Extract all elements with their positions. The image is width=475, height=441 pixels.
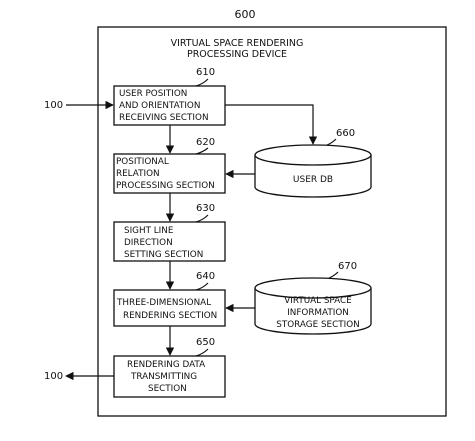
block-630-line-3: SETTING SECTION [124, 250, 203, 260]
block-610-line-2: AND ORIENTATION [119, 101, 200, 111]
block-640-line-1: THREE-DIMENSIONAL [116, 298, 211, 308]
database-670-top [254, 277, 372, 299]
database-670-number: 670 [338, 261, 357, 272]
device-title-line-2: PROCESSING DEVICE [187, 49, 287, 60]
database-660-leader [326, 138, 337, 146]
database-670-line-3: STORAGE SECTION [276, 320, 359, 330]
block-630-number: 630 [196, 203, 215, 214]
block-650-number: 650 [196, 337, 215, 348]
external-input-ref: 100 [44, 100, 63, 111]
device-number: 600 [235, 8, 256, 21]
database-670-leader [328, 271, 339, 279]
block-620-line-2: RELATION [116, 169, 160, 179]
database-670-line-1: VIRTUAL SPACE [284, 296, 352, 306]
external-output-ref: 100 [44, 371, 63, 382]
device-title-line-1: VIRTUAL SPACE RENDERING [171, 38, 304, 49]
block-640-box [113, 289, 226, 327]
block-620-number: 620 [196, 137, 215, 148]
block-630-line-1: SIGHT LINE [124, 226, 173, 236]
database-660-label: USER DB [293, 175, 333, 185]
block-620-leader [195, 147, 209, 155]
database-670-line-2: INFORMATION [287, 308, 349, 318]
block-620-box [113, 153, 226, 194]
block-640-leader [195, 282, 209, 291]
block-610-number: 610 [196, 67, 215, 78]
database-660-cylinder [254, 155, 372, 198]
database-660-top [254, 144, 372, 166]
database-660-number: 660 [336, 128, 355, 139]
block-640-line-2: RENDERING SECTION [123, 311, 217, 321]
device-frame [97, 26, 447, 417]
block-650-line-1: RENDERING DATA [127, 360, 205, 370]
block-610-line-3: RECEIVING SECTION [119, 113, 209, 123]
block-650-leader [195, 348, 209, 357]
block-630-leader [195, 214, 209, 223]
database-670-cylinder [254, 288, 372, 335]
block-630-box [113, 221, 226, 262]
block-650-line-3: SECTION [148, 384, 187, 394]
block-610-leader [195, 78, 209, 87]
block-620-line-3: PROCESSING SECTION [116, 181, 215, 191]
block-630-line-2: DIRECTION [124, 238, 173, 248]
block-650-line-2: TRANSMITTING [130, 372, 197, 382]
arrow-610-to-db660 [225, 104, 318, 145]
block-610-line-1: USER POSITION [119, 89, 187, 99]
block-640-number: 640 [196, 271, 215, 282]
block-620-line-1: POSITIONAL [116, 157, 169, 167]
